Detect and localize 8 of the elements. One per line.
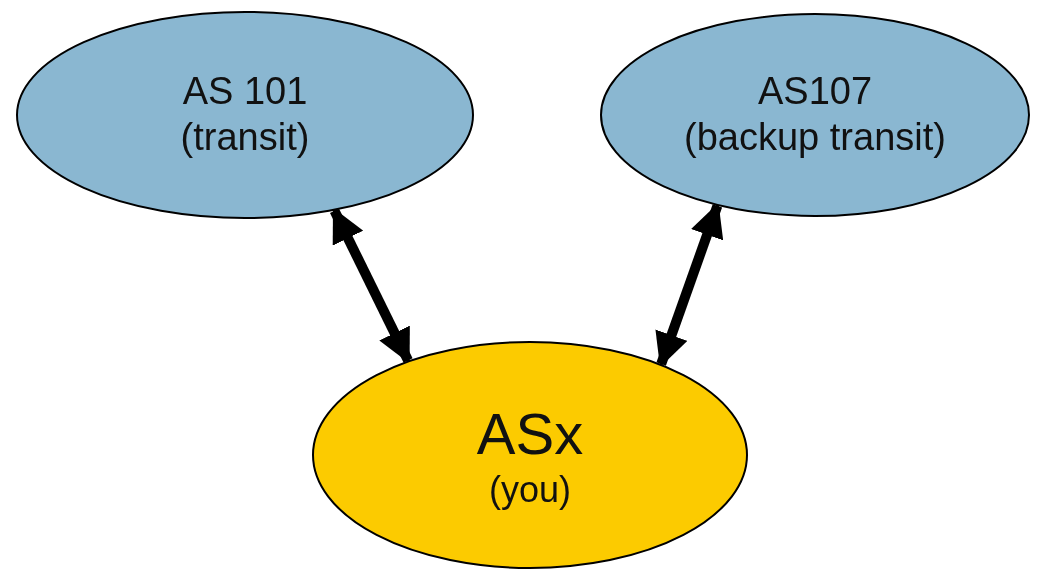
- as-role: (transit): [180, 115, 310, 160]
- as-role: (you): [489, 468, 571, 512]
- as-name: AS107: [757, 69, 873, 115]
- double-arrow: [330, 207, 413, 364]
- as-name: AS 101: [182, 69, 308, 115]
- double-arrow: [655, 202, 724, 368]
- as-name: ASx: [476, 399, 584, 468]
- as-role: (backup transit): [684, 115, 946, 160]
